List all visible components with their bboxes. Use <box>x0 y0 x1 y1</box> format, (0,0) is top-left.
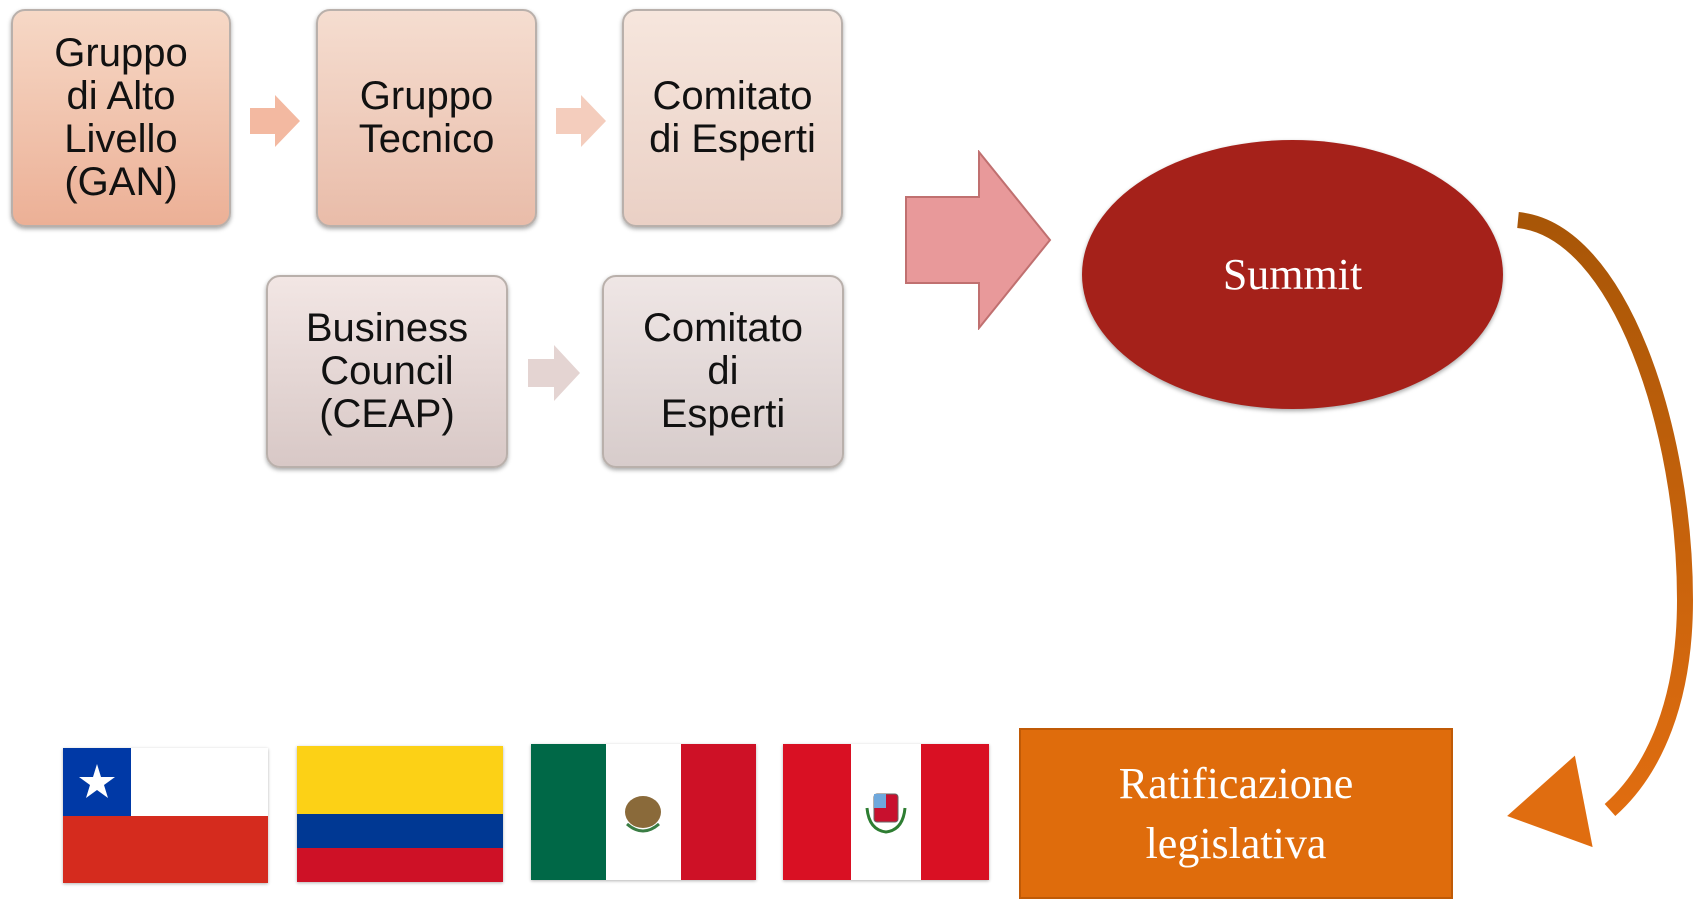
ratificazione-label: Ratificazione legislativa <box>1118 759 1354 868</box>
peru-flag-icon <box>783 744 989 880</box>
box-comitato-esperti-1: Comitato di Esperti <box>622 9 843 227</box>
chile-flag-icon <box>63 748 268 883</box>
arrow-right-icon <box>556 95 606 147</box>
box-business-council: Business Council (CEAP) <box>266 275 508 468</box>
summit-node: Summit <box>1082 140 1503 409</box>
arrow-right-icon <box>250 95 300 147</box>
arrow-right-icon <box>528 345 580 401</box>
mexico-flag-icon <box>531 744 756 880</box>
box-comitato-esperti-2: Comitato di Esperti <box>602 275 844 468</box>
big-arrow-right-icon <box>905 150 1052 330</box>
ratificazione-box: Ratificazione legislativa <box>1019 728 1453 899</box>
colombia-flag-icon <box>297 746 503 882</box>
box-gruppo-tecnico: Gruppo Tecnico <box>316 9 537 227</box>
curved-arrow-icon <box>1507 212 1694 848</box>
box-gruppo-alto-livello: Gruppo di Alto Livello (GAN) <box>11 9 231 227</box>
